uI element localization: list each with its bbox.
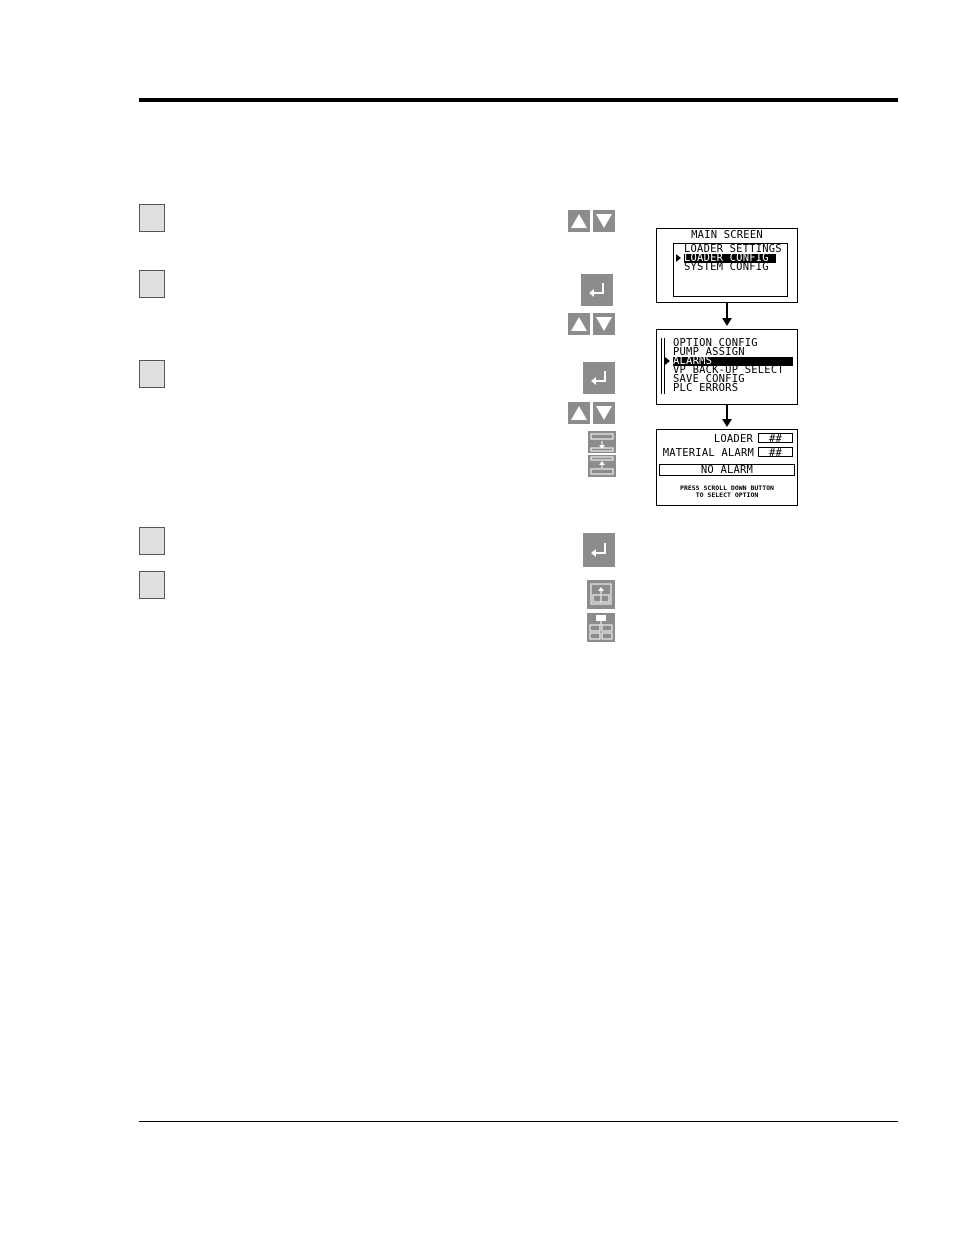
flow-arrow-down-icon xyxy=(722,419,732,427)
loader-label: LOADER xyxy=(713,433,753,445)
up-arrow-icon[interactable] xyxy=(568,210,590,232)
menu-item-save-config[interactable]: SAVE CONFIG xyxy=(673,373,745,385)
step-box-1 xyxy=(139,204,165,232)
menu-item-alarms[interactable]: ALARMS xyxy=(673,356,793,366)
footer-rule xyxy=(139,1121,898,1122)
menu-item-option-config[interactable]: OPTION CONFIG xyxy=(673,337,758,349)
up-arrow-icon[interactable] xyxy=(568,313,590,335)
config-screen-display: OPTION CONFIG PUMP ASSIGN ALARMS VP BACK… xyxy=(656,329,798,405)
up-arrow-icon[interactable] xyxy=(568,402,590,424)
menu-item-system-config[interactable]: SYSTEM CONFIG xyxy=(684,261,769,273)
material-alarm-value-field[interactable]: ## xyxy=(758,447,793,458)
step-box-3 xyxy=(139,360,165,388)
hint-line-2: TO SELECT OPTION xyxy=(695,491,759,499)
previous-screen-icon[interactable] xyxy=(587,580,615,609)
main-menu-icon[interactable] xyxy=(587,613,615,642)
enter-icon[interactable] xyxy=(581,274,613,306)
flow-arrow-line xyxy=(726,303,728,320)
main-screen-display: MAIN SCREEN LOADER SETTINGS LOADER CONFI… xyxy=(656,228,798,303)
selection-pointer-icon xyxy=(665,357,670,365)
config-scrollbar xyxy=(661,338,665,394)
loader-value-field[interactable]: ## xyxy=(758,433,793,444)
main-screen-title: MAIN SCREEN xyxy=(691,229,763,241)
menu-item-loader-settings[interactable]: LOADER SETTINGS xyxy=(684,243,782,255)
scroll-up-icon[interactable] xyxy=(588,455,616,477)
flow-arrow-down-icon xyxy=(722,318,732,326)
down-arrow-icon[interactable] xyxy=(593,402,615,424)
scroll-down-icon[interactable] xyxy=(588,431,616,453)
main-menu-list: LOADER SETTINGS LOADER CONFIG SYSTEM CON… xyxy=(673,243,788,297)
alarm-screen-display: LOADER ## MATERIAL ALARM ## NO ALARM PRE… xyxy=(656,429,798,506)
alarm-status-field: NO ALARM xyxy=(659,464,795,476)
menu-item-vp-backup-select[interactable]: VP BACK-UP SELECT xyxy=(673,364,784,376)
enter-icon[interactable] xyxy=(583,362,615,394)
step-box-2 xyxy=(139,270,165,298)
flow-arrow-line xyxy=(726,405,728,421)
hint-line-1: PRESS SCROLL DOWN BUTTON xyxy=(680,484,774,492)
menu-item-pump-assign[interactable]: PUMP ASSIGN xyxy=(673,346,745,358)
header-rule xyxy=(139,98,898,102)
menu-item-plc-errors[interactable]: PLC ERRORS xyxy=(673,382,739,394)
enter-icon[interactable] xyxy=(583,533,615,567)
material-alarm-label: MATERIAL ALARM xyxy=(662,447,754,459)
down-arrow-icon[interactable] xyxy=(593,210,615,232)
step-box-5 xyxy=(139,571,165,599)
selection-pointer-icon xyxy=(676,254,681,262)
down-arrow-icon[interactable] xyxy=(593,313,615,335)
menu-item-loader-config[interactable]: LOADER CONFIG xyxy=(684,253,776,263)
step-box-4 xyxy=(139,527,165,555)
